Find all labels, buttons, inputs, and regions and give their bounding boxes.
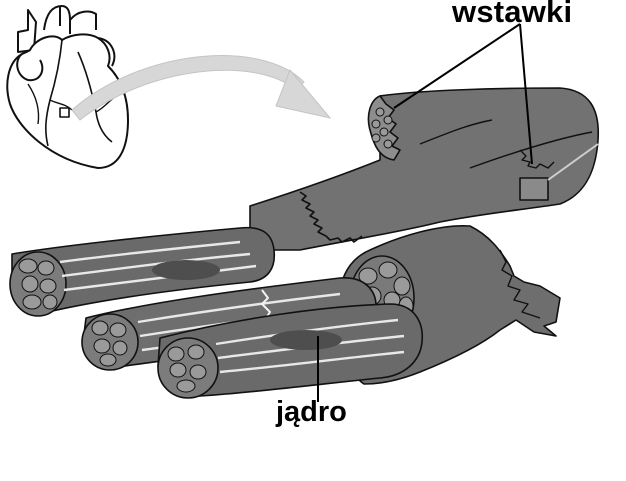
magnify-arrow	[71, 55, 332, 121]
lower-muscle-fiber-3	[157, 303, 424, 399]
leader-line-disc-left	[393, 23, 521, 109]
nucleus	[152, 260, 220, 280]
sample-location-square	[59, 107, 70, 118]
lower-muscle-fiber-1	[9, 226, 276, 317]
upper-muscle-fiber	[249, 87, 600, 251]
heart-illustration	[6, 5, 129, 169]
leader-lines	[317, 23, 533, 402]
label-nucleus: jądro	[276, 396, 347, 428]
leader-line-disc-right	[519, 23, 533, 165]
label-intercalated-discs: wstawki	[452, 0, 573, 29]
nucleus-main	[270, 330, 342, 350]
